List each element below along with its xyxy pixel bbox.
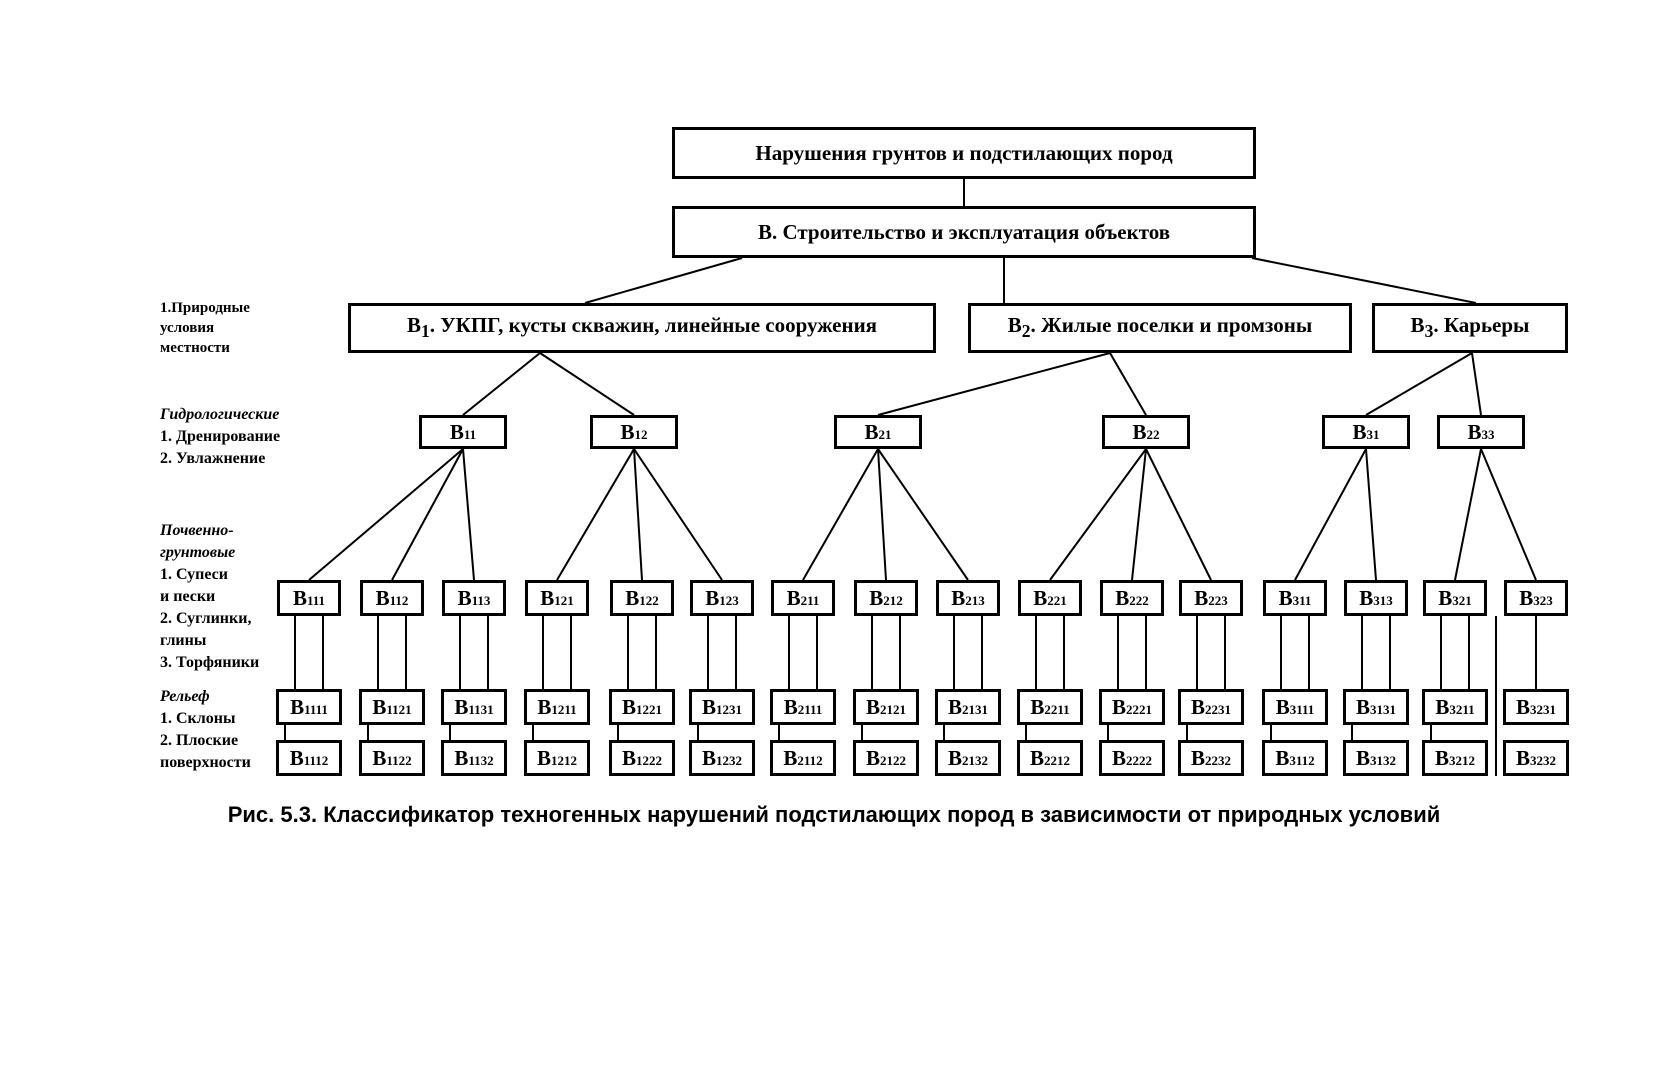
hydro-to-soil-line: [1294, 448, 1367, 581]
branch-b3-label: В3. Карьеры: [1410, 313, 1530, 342]
branch-b3-box: В3. Карьеры: [1372, 303, 1568, 353]
hydro-to-soil-line: [1480, 448, 1537, 581]
legend-soil: Почвенно- грунтовые 1. Супеси и пески 2.…: [160, 522, 260, 671]
hydro-to-soil-line: [633, 448, 643, 581]
branch-to-hydro-line: [462, 352, 541, 416]
hydro-to-soil-line: [877, 448, 969, 581]
hydro-to-soil-line: [1049, 448, 1147, 581]
root-label: Нарушения грунтов и подстилающих пород: [755, 140, 1173, 165]
hydro-to-soil-line: [1145, 448, 1212, 581]
legend-relief: Рельеф 1. Склоны 2. Плоские поверхности: [160, 688, 251, 771]
hydro-to-soil-line: [1454, 448, 1482, 581]
hydro-to-soil-line: [556, 448, 635, 581]
branch-b1-box: В1. УКПГ, кусты скважин, линейные сооруж…: [348, 303, 936, 353]
branch-to-hydro-line: [1109, 352, 1147, 416]
construction-to-b1-line: [584, 257, 743, 304]
branch-b2-box: В2. Жилые поселки и промзоны: [968, 303, 1352, 353]
legend-natural-conditions: 1.Природные условия местности: [160, 300, 250, 356]
hydro-to-soil-line: [308, 448, 464, 581]
construction-to-b3-line: [1251, 257, 1477, 304]
hydro-to-soil-line: [391, 448, 464, 581]
construction-label: В. Строительство и эксплуатация объектов: [757, 219, 1171, 244]
hydro-to-soil-line: [462, 448, 475, 581]
figure-caption: Рис. 5.3. Классификатор техногенных нару…: [227, 802, 1441, 827]
hydro-to-soil-line: [802, 448, 879, 581]
hydro-to-soil-line: [633, 448, 723, 581]
legend-hydro: Гидрологические 1. Дренирование 2. Увлаж…: [160, 406, 281, 467]
branch-to-hydro-line: [877, 352, 1111, 416]
hydro-to-soil-line: [1365, 448, 1377, 581]
construction-box: В. Строительство и эксплуатация объектов: [672, 206, 1256, 258]
branch-to-hydro-line: [539, 352, 635, 416]
hydro-to-soil-line: [877, 448, 887, 581]
hydro-to-soil-line: [1131, 448, 1147, 581]
branch-b1-label: В1. УКПГ, кусты скважин, линейные сооруж…: [406, 313, 878, 342]
branch-b2-label: В2. Жилые поселки и промзоны: [1007, 313, 1313, 342]
branch-to-hydro-line: [1365, 352, 1473, 416]
root-box: Нарушения грунтов и подстилающих пород: [672, 127, 1256, 179]
branch-to-hydro-line: [1471, 352, 1482, 416]
